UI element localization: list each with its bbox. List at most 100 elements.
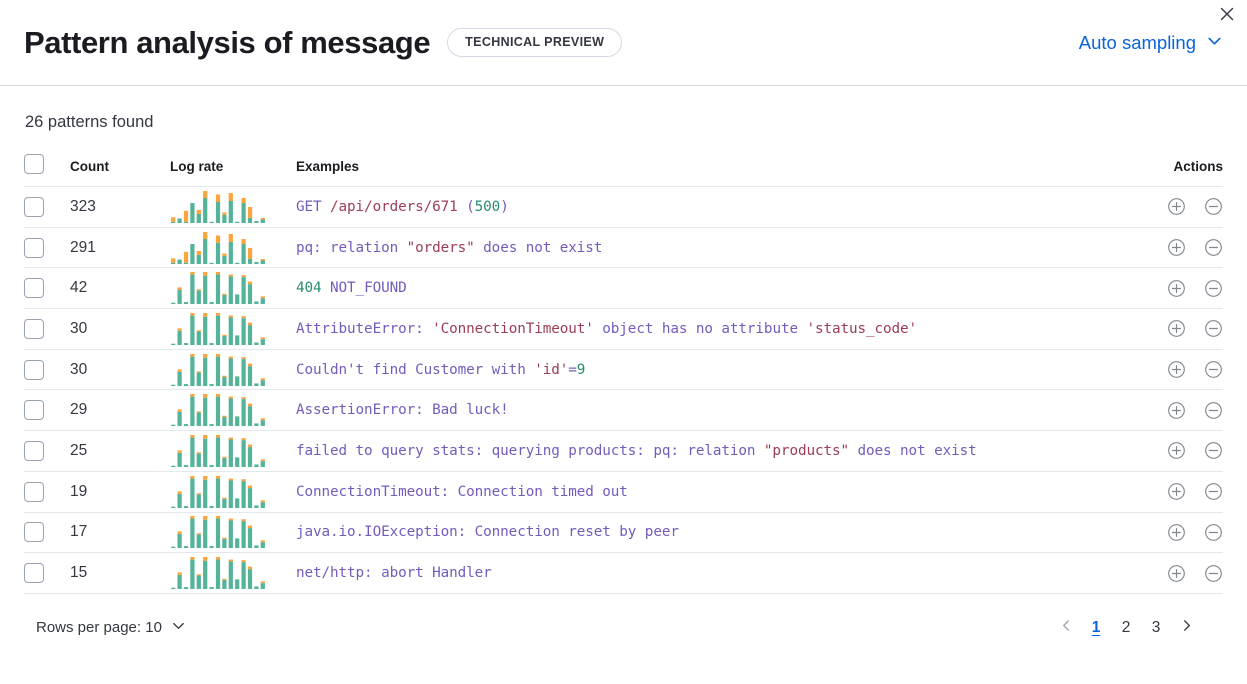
example-text: Couldn't find Customer with 'id'=9 — [296, 362, 585, 378]
filter-for-value-button[interactable] — [1167, 279, 1186, 298]
log-rate-sparkline — [170, 349, 296, 391]
example-token: ) — [500, 198, 509, 215]
example-token: "orders" — [406, 239, 475, 256]
example-token: net/http: abort Handler — [296, 565, 492, 582]
filter-out-value-button[interactable] — [1204, 279, 1223, 298]
row-checkbox[interactable] — [24, 400, 44, 421]
filter-out-value-button[interactable] — [1204, 482, 1223, 501]
row-select-cell — [24, 227, 70, 269]
page-title: Pattern analysis of message — [24, 24, 431, 60]
pagination-page-2[interactable]: 2 — [1113, 613, 1139, 643]
row-checkbox[interactable] — [24, 563, 44, 584]
example-token: AssertionError: Bad luck! — [296, 402, 509, 419]
row-checkbox[interactable] — [24, 481, 44, 502]
row-checkbox[interactable] — [24, 278, 44, 299]
log-rate-sparkline — [170, 267, 296, 310]
rows-per-page-label: Rows per page: 10 — [36, 619, 162, 637]
filter-for-value-button[interactable] — [1167, 319, 1186, 338]
close-icon — [1219, 6, 1235, 25]
filter-out-value-button[interactable] — [1204, 319, 1223, 338]
example-token: ( — [457, 198, 475, 215]
panel-header: Pattern analysis of message TECHNICAL PR… — [0, 0, 1247, 86]
select-all-header — [24, 154, 70, 187]
example-text: GET /api/orders/671 (500) — [296, 199, 509, 215]
select-all-checkbox[interactable] — [24, 154, 44, 174]
count-value: 15 — [70, 552, 170, 594]
filter-out-value-button[interactable] — [1204, 197, 1223, 216]
column-header-log-rate[interactable]: Log rate — [170, 159, 224, 174]
filter-for-value-button[interactable] — [1167, 238, 1186, 257]
auto-sampling-label: Auto sampling — [1078, 31, 1196, 53]
filter-out-value-button[interactable] — [1204, 401, 1223, 420]
example-cell: java.io.IOException: Connection reset by… — [296, 512, 1103, 554]
filter-for-value-icon — [1167, 198, 1186, 219]
table-row[interactable]: 291 pq: relation "orders" does not exist — [24, 227, 1223, 269]
filter-out-value-icon — [1204, 239, 1223, 260]
row-checkbox[interactable] — [24, 359, 44, 380]
row-checkbox[interactable] — [24, 237, 44, 258]
filter-out-value-button[interactable] — [1204, 360, 1223, 379]
example-token: = — [568, 361, 577, 378]
row-select-cell — [24, 552, 70, 594]
table-row[interactable]: 42 404 NOT_FOUND — [24, 267, 1223, 310]
filter-out-value-button[interactable] — [1204, 564, 1223, 583]
example-token: GET — [296, 198, 331, 215]
row-actions-cell — [1103, 471, 1223, 513]
filter-out-value-button[interactable] — [1204, 523, 1223, 542]
rows-per-page-button[interactable]: Rows per page: 10 — [36, 618, 186, 637]
filter-for-value-button[interactable] — [1167, 564, 1186, 583]
row-select-cell — [24, 389, 70, 432]
example-cell: ConnectionTimeout: Connection timed out — [296, 471, 1103, 513]
row-checkbox[interactable] — [24, 522, 44, 543]
filter-for-value-button[interactable] — [1167, 197, 1186, 216]
pagination-prev-button[interactable] — [1053, 613, 1079, 643]
example-cell: 404 NOT_FOUND — [296, 267, 1103, 310]
technical-preview-badge: TECHNICAL PREVIEW — [447, 28, 623, 57]
title-group: Pattern analysis of message TECHNICAL PR… — [24, 24, 623, 61]
auto-sampling-button[interactable]: Auto sampling — [1079, 32, 1223, 54]
example-token: 'ConnectionTimeout' — [432, 320, 594, 337]
filter-for-value-button[interactable] — [1167, 441, 1186, 460]
table-row[interactable]: 15 net/http: abort Handler — [24, 552, 1223, 594]
pagination-page-1[interactable]: 1 — [1083, 613, 1109, 643]
row-select-cell — [24, 430, 70, 472]
filter-for-value-button[interactable] — [1167, 523, 1186, 542]
example-token: does not exist — [849, 442, 977, 459]
filter-for-value-button[interactable] — [1167, 360, 1186, 379]
count-value: 291 — [70, 227, 170, 269]
filter-for-value-icon — [1167, 320, 1186, 341]
row-select-cell — [24, 512, 70, 554]
patterns-found-label: 26 patterns found — [25, 113, 154, 131]
filter-for-value-button[interactable] — [1167, 401, 1186, 420]
pagination-next-button[interactable] — [1173, 613, 1199, 643]
filter-out-value-icon — [1204, 320, 1223, 341]
count-value: 42 — [70, 267, 170, 310]
example-text: pq: relation "orders" does not exist — [296, 240, 602, 256]
row-actions-cell — [1103, 227, 1223, 269]
example-token: 9 — [576, 361, 586, 378]
log-rate-sparkline — [170, 552, 296, 594]
row-checkbox[interactable] — [24, 318, 44, 339]
example-text: failed to query stats: querying products… — [296, 443, 977, 459]
pagination-page-3[interactable]: 3 — [1143, 613, 1169, 643]
close-button[interactable] — [1214, 2, 1240, 28]
example-text: AssertionError: Bad luck! — [296, 402, 509, 418]
column-header-count[interactable]: Count — [70, 159, 109, 174]
row-select-cell — [24, 267, 70, 310]
row-checkbox[interactable] — [24, 440, 44, 461]
example-text: java.io.IOException: Connection reset by… — [296, 524, 679, 540]
filter-out-value-button[interactable] — [1204, 441, 1223, 460]
row-actions-cell — [1103, 267, 1223, 310]
filter-out-value-icon — [1204, 564, 1223, 586]
row-checkbox[interactable] — [24, 196, 44, 217]
filter-out-value-button[interactable] — [1204, 238, 1223, 257]
filter-for-value-button[interactable] — [1167, 482, 1186, 501]
